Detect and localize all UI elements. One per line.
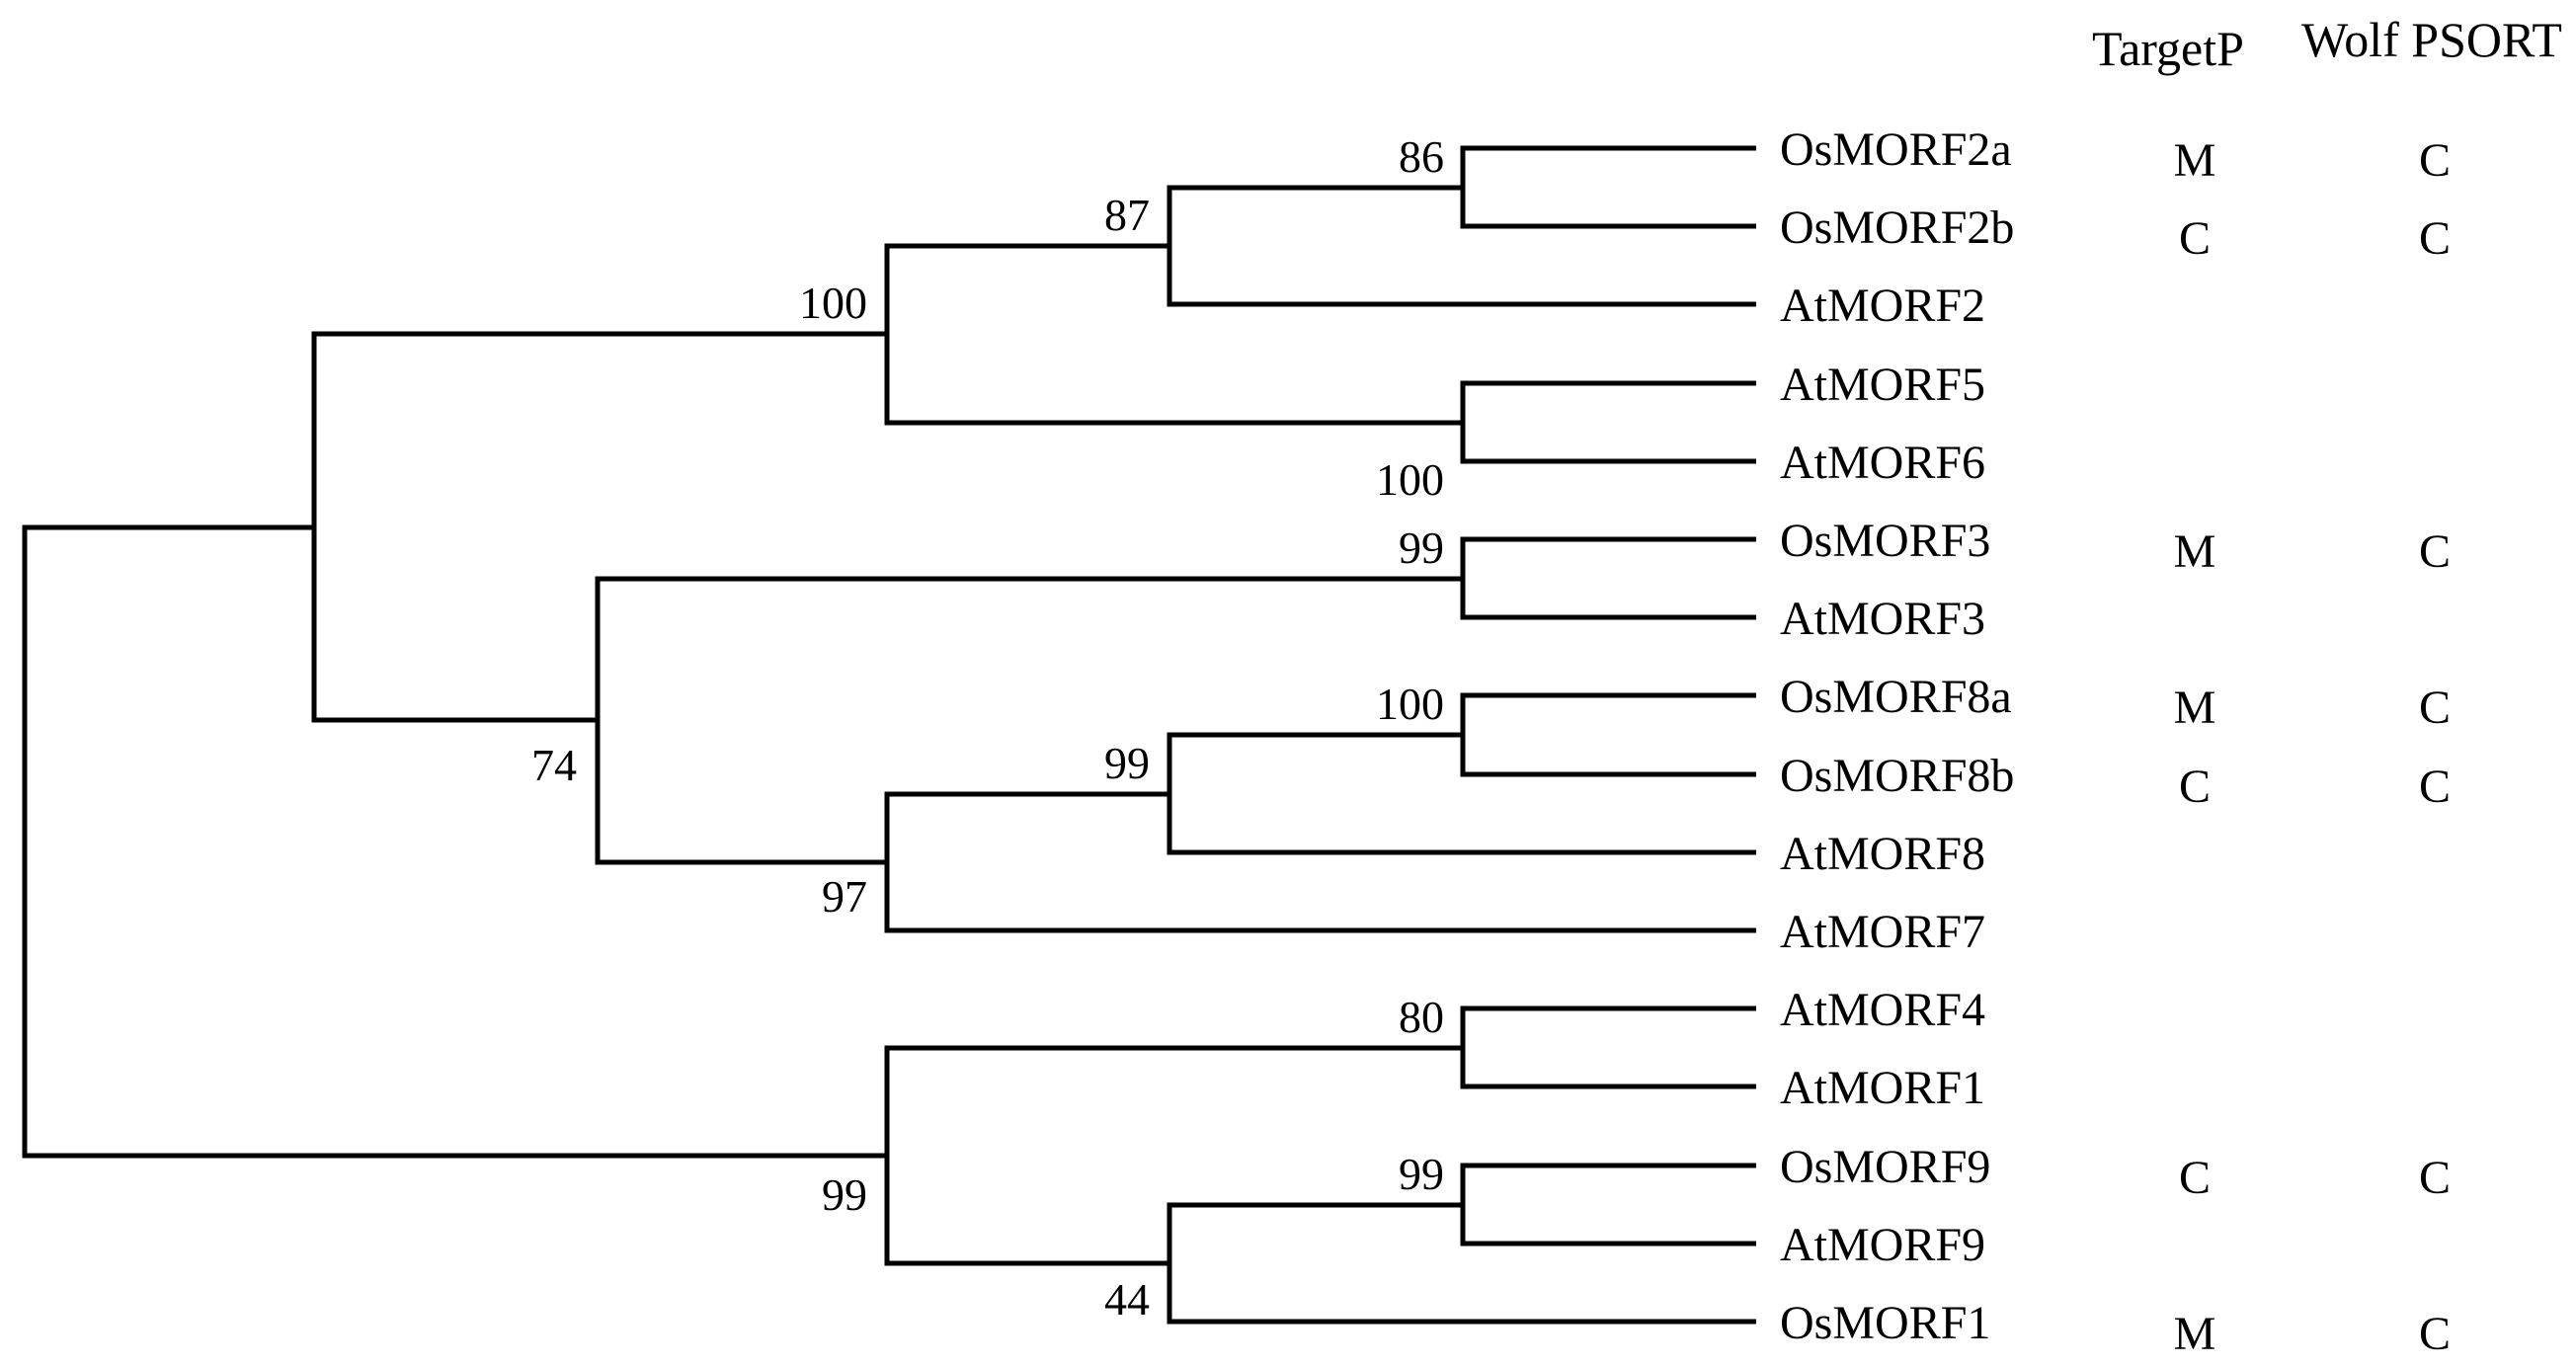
- taxon-labels: OsMORF2a OsMORF2b AtMORF2 AtMORF5 AtMORF…: [1780, 123, 2014, 1349]
- taxon-osmorf2a: OsMORF2a: [1780, 123, 2012, 176]
- wolf-psort-osmorf8a: C: [2419, 682, 2451, 734]
- taxon-atmorf9: AtMORF9: [1780, 1219, 1985, 1271]
- bootstrap-morf8-atmorf7: 97: [822, 871, 867, 922]
- tree-branches: [22, 145, 1756, 1325]
- taxon-atmorf7: AtMORF7: [1780, 906, 1985, 958]
- targetp-osmorf8a: M: [2174, 682, 2216, 734]
- wolf-psort-osmorf9: C: [2419, 1152, 2451, 1204]
- bootstrap-bottom-clade: 99: [822, 1169, 867, 1220]
- column-header-targetp: TargetP: [2092, 21, 2244, 76]
- targetp-osmorf2b: C: [2179, 212, 2211, 265]
- taxon-atmorf6: AtMORF6: [1780, 437, 1985, 489]
- wolf-psort-osmorf1: C: [2419, 1308, 2451, 1360]
- bootstrap-labels: 86 87 100 100 99 74 100 99 97 80 99 99 4…: [531, 131, 1444, 1325]
- targetp-osmorf9: C: [2179, 1152, 2211, 1204]
- bootstrap-osmorf8a-osmorf8b: 100: [1376, 679, 1444, 729]
- taxon-atmorf8: AtMORF8: [1780, 828, 1985, 880]
- bootstrap-morf2-clade: 100: [799, 278, 867, 328]
- annotation-headers: TargetP Wolf PSORT: [2092, 12, 2562, 76]
- taxon-osmorf9: OsMORF9: [1780, 1141, 1990, 1193]
- bootstrap-atmorf4-atmorf1: 80: [1399, 992, 1444, 1042]
- taxon-atmorf3: AtMORF3: [1780, 593, 1985, 645]
- taxon-atmorf4: AtMORF4: [1780, 984, 1985, 1036]
- bootstrap-morf2ab-atmorf2: 87: [1104, 190, 1150, 240]
- taxon-osmorf8a: OsMORF8a: [1780, 671, 2012, 723]
- bootstrap-osmorf3-atmorf3: 99: [1399, 523, 1444, 573]
- taxon-osmorf2b: OsMORF2b: [1780, 201, 2014, 254]
- targetp-osmorf1: M: [2174, 1308, 2216, 1360]
- taxon-osmorf1: OsMORF1: [1780, 1297, 1990, 1349]
- bootstrap-atmorf5-atmorf6: 100: [1376, 454, 1444, 505]
- targetp-osmorf8b: C: [2179, 761, 2211, 813]
- bootstrap-osmorf9-atmorf9: 99: [1399, 1149, 1444, 1199]
- bootstrap-morf9-osmorf1: 44: [1104, 1274, 1150, 1325]
- taxon-atmorf1: AtMORF1: [1780, 1062, 1985, 1114]
- wolf-psort-osmorf2b: C: [2419, 212, 2451, 265]
- taxon-osmorf3: OsMORF3: [1780, 515, 1990, 567]
- column-header-wolf-psort: Wolf PSORT: [2301, 12, 2562, 67]
- targetp-osmorf2a: M: [2174, 134, 2216, 187]
- bootstrap-osmorf2a-osmorf2b: 86: [1399, 131, 1444, 182]
- taxon-atmorf5: AtMORF5: [1780, 359, 1985, 411]
- taxon-atmorf2: AtMORF2: [1780, 280, 1985, 332]
- targetp-osmorf3: M: [2174, 525, 2216, 578]
- taxon-osmorf8b: OsMORF8b: [1780, 750, 2014, 802]
- wolf-psort-osmorf2a: C: [2419, 134, 2451, 187]
- wolf-psort-osmorf3: C: [2419, 525, 2451, 578]
- bootstrap-morf3-morf8-clade: 74: [531, 740, 577, 790]
- annotation-values: M C C C M C M C C C C C M C: [2174, 134, 2451, 1360]
- wolf-psort-osmorf8b: C: [2419, 761, 2451, 813]
- bootstrap-morf8-clade: 99: [1104, 738, 1150, 788]
